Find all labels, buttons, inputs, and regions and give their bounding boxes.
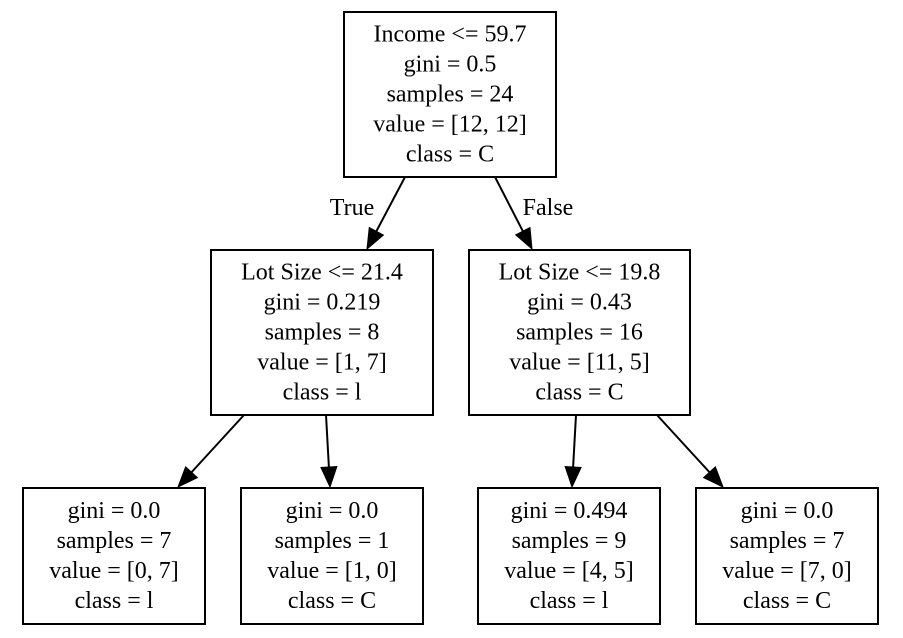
node-text-line: samples = 8 [265,320,380,346]
node-text-line: value = [0, 7] [49,558,179,584]
node-text-line: gini = 0.494 [511,498,628,524]
node-text-line: gini = 0.0 [68,498,161,524]
node-text-line: gini = 0.0 [741,498,834,524]
edge-right-to-right-right [656,414,711,473]
node-text-line: class = C [743,588,831,614]
node-text-line: value = [1, 7] [257,350,387,376]
node-text-line: Income <= 59.7 [373,22,526,48]
node-text-line: gini = 0.0 [286,498,379,524]
node-box [695,487,879,625]
edge-right-to-right-left [572,414,577,468]
edge-left-to-left-left [190,414,245,473]
node-text-line: class = l [283,380,362,406]
arrowhead-icon [564,466,582,489]
node-text-line: class = l [530,588,609,614]
node-text-line: Lot Size <= 21.4 [241,260,403,286]
node-box [210,249,434,416]
node-box [468,249,691,416]
node-text-line: samples = 1 [275,528,390,554]
arrowhead-icon [177,465,199,488]
node-box [477,487,661,625]
arrowhead-icon [320,466,338,489]
node-text-line: Lot Size <= 19.8 [499,260,661,286]
edge-root-to-right [494,176,524,232]
arrowhead-icon [702,465,724,488]
node-box [22,487,206,625]
node-text-line: samples = 24 [387,82,514,108]
edges-layer: True False [177,176,724,489]
node-text-line: samples = 7 [57,528,172,554]
edge-root-to-left [375,176,406,232]
node-text-line: gini = 0.219 [264,290,381,316]
node-text-line: value = [4, 5] [504,558,634,584]
tree-node-left-right: gini = 0.0 samples = 1 value = [1, 0] class… [240,487,424,625]
node-text-line: samples = 7 [730,528,845,554]
arrowhead-icon [514,226,533,251]
tree-node-right-left: gini = 0.494 samples = 9 value = [4, 5] cla… [477,487,661,625]
node-text-line: gini = 0.5 [404,52,497,78]
nodes-layer: Income <= 59.7 gini = 0.5 samples = 24 valu… [22,11,879,625]
node-box [240,487,424,625]
node-text-line: samples = 9 [512,528,627,554]
edge-label-false: False [523,195,574,221]
tree-node-left: Lot Size <= 21.4 gini = 0.219 samples = 8 v… [210,249,434,416]
node-text-line: samples = 16 [516,320,643,346]
edge-left-to-left-right [325,414,330,468]
tree-node-root: Income <= 59.7 gini = 0.5 samples = 24 valu… [343,11,557,178]
node-text-line: class = C [288,588,376,614]
node-text-line: value = [11, 5] [509,350,650,376]
node-text-line: value = [12, 12] [373,112,527,138]
arrowhead-icon [366,226,385,251]
edge-label-true: True [330,195,374,221]
node-text-line: class = C [535,380,623,406]
node-text-line: value = [1, 0] [267,558,397,584]
node-text-line: gini = 0.43 [527,290,632,316]
node-text-line: value = [7, 0] [722,558,852,584]
tree-node-left-left: gini = 0.0 samples = 7 value = [0, 7] class… [22,487,206,625]
node-text-line: class = l [75,588,154,614]
tree-node-right-right: gini = 0.0 samples = 7 value = [7, 0] class… [695,487,879,625]
tree-node-right: Lot Size <= 19.8 gini = 0.43 samples = 16 v… [468,249,691,416]
node-text-line: class = C [406,142,494,168]
node-box [343,11,557,178]
